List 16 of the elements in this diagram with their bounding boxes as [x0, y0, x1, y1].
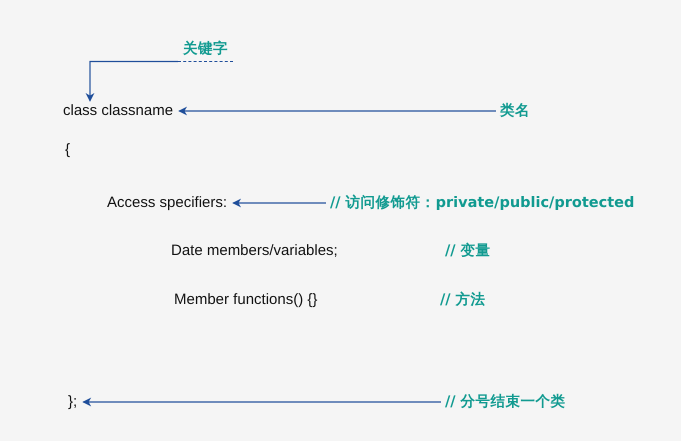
comment-text: 类名	[500, 101, 530, 121]
comment-text: // 方法	[440, 290, 486, 310]
keyword-label: 关键字	[178, 39, 233, 62]
code-line: Access specifiers:	[107, 193, 228, 213]
arrow	[178, 106, 496, 116]
comment-text: // 分号结束一个类	[445, 392, 566, 412]
arrow	[232, 198, 326, 208]
arrow	[86, 60, 178, 102]
code-line: {	[65, 140, 70, 160]
code-line: class classname	[63, 101, 174, 121]
code-line: Member functions() {}	[174, 290, 318, 310]
code-line: };	[68, 392, 78, 412]
comment-text: // 变量	[445, 242, 491, 261]
code-line: Date members/variables;	[171, 241, 338, 261]
comment-text: // 访问修饰符：private/public/protected	[330, 193, 634, 213]
arrow	[82, 398, 441, 406]
